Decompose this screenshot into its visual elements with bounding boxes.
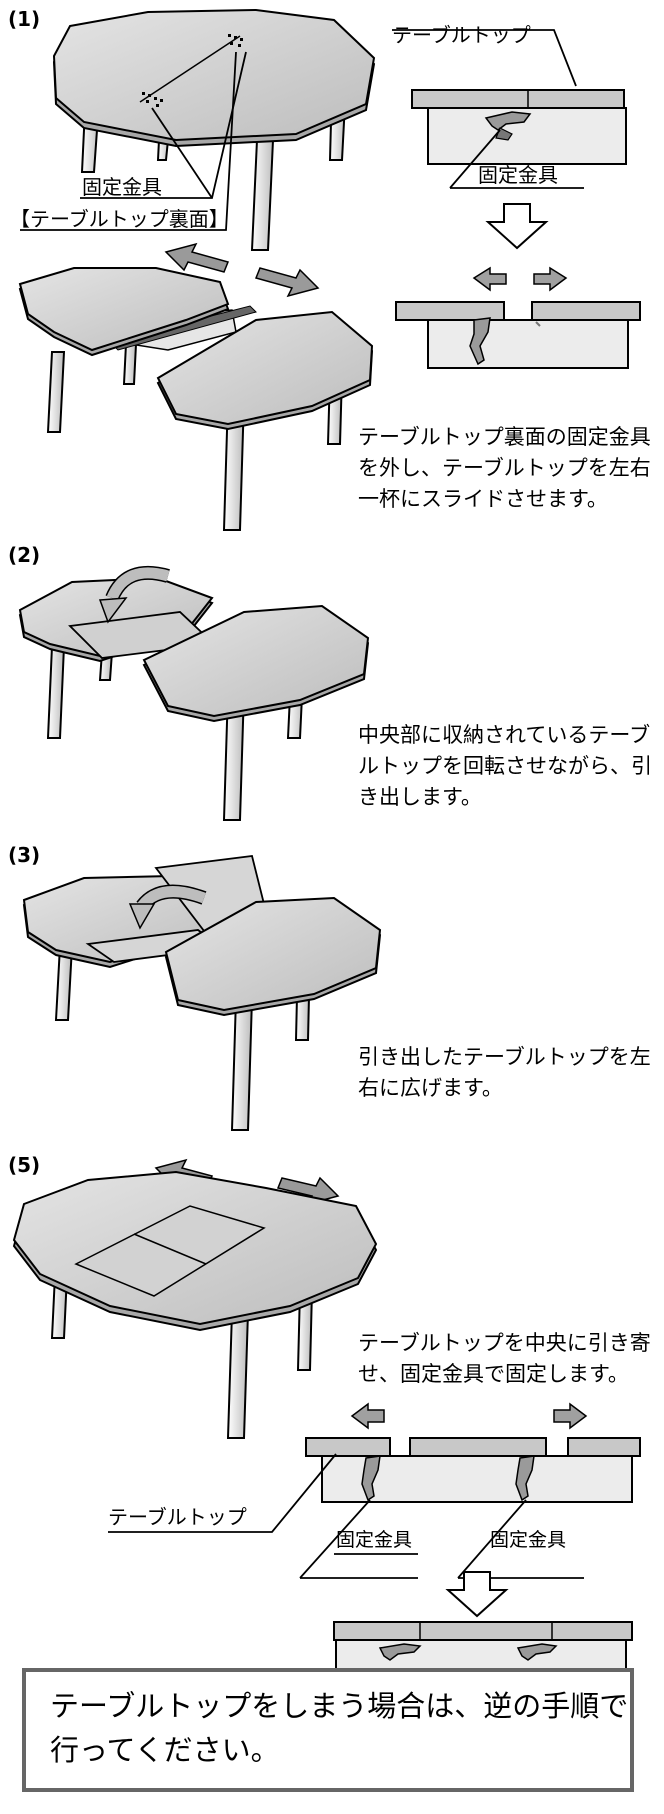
- clamp-label-2: 固定金具: [478, 163, 558, 187]
- table-closed-illustration: [20, 8, 376, 251]
- step2-line: 中央部に収納されているテーブ: [358, 723, 651, 747]
- tabletop-label-2: テーブルトップ: [108, 1505, 247, 1529]
- step1-line: テーブルトップ裏面の固定金具: [358, 425, 651, 449]
- clamp-label-4: 固定金具: [490, 1529, 566, 1551]
- reverse-procedure-note: テーブルトップをしまう場合は、逆の手順で 行ってください。: [22, 1668, 634, 1792]
- slide-right-arrow: [254, 267, 320, 298]
- step5-line: テーブルトップを中央に引き寄: [358, 1331, 651, 1355]
- clamp-label-1: 固定金具: [82, 175, 162, 199]
- step3-line: 引き出したテーブルトップを左: [358, 1045, 651, 1069]
- clamp-detail-closed: [392, 29, 641, 369]
- note-line: テーブルトップをしまう場合は、逆の手順で: [50, 1689, 629, 1723]
- step5-line: せ、固定金具で固定します。: [358, 1362, 629, 1386]
- step1-line: 一杯にスライドさせます。: [358, 487, 608, 511]
- step-number-3: (3): [8, 843, 40, 867]
- tabletop-underside-label: 【テーブルトップ裏面】: [10, 207, 229, 231]
- step2-line: き出します。: [358, 785, 482, 809]
- table-slid-open-illustration: [18, 267, 374, 531]
- step-number-5: (5): [8, 1153, 40, 1177]
- table-unfold-leaf-illustration: [22, 855, 382, 1131]
- step3-line: 右に広げます。: [358, 1076, 503, 1100]
- step1-description: テーブルトップ裏面の固定金具 を外し、テーブルトップを左右 一杯にスライドさせま…: [358, 422, 658, 515]
- note-line: 行ってください。: [50, 1733, 280, 1767]
- step-number-1: (1): [8, 7, 40, 31]
- step2-line: ルトップを回転させながら、引: [358, 754, 652, 778]
- table-extended-illustration: [12, 1170, 378, 1439]
- clamp-label-3: 固定金具: [336, 1529, 412, 1551]
- step2-description: 中央部に収納されているテーブ ルトップを回転させながら、引 き出します。: [358, 720, 658, 813]
- step3-description: 引き出したテーブルトップを左 右に広げます。: [358, 1042, 658, 1104]
- step1-line: を外し、テーブルトップを左右: [358, 456, 651, 480]
- step5-description: テーブルトップを中央に引き寄 せ、固定金具で固定します。: [358, 1328, 658, 1390]
- tabletop-label-1: テーブルトップ: [392, 23, 531, 47]
- step-number-2: (2): [8, 543, 40, 567]
- slide-left-arrow: [164, 242, 230, 273]
- table-rotate-leaf-illustration: [18, 565, 370, 821]
